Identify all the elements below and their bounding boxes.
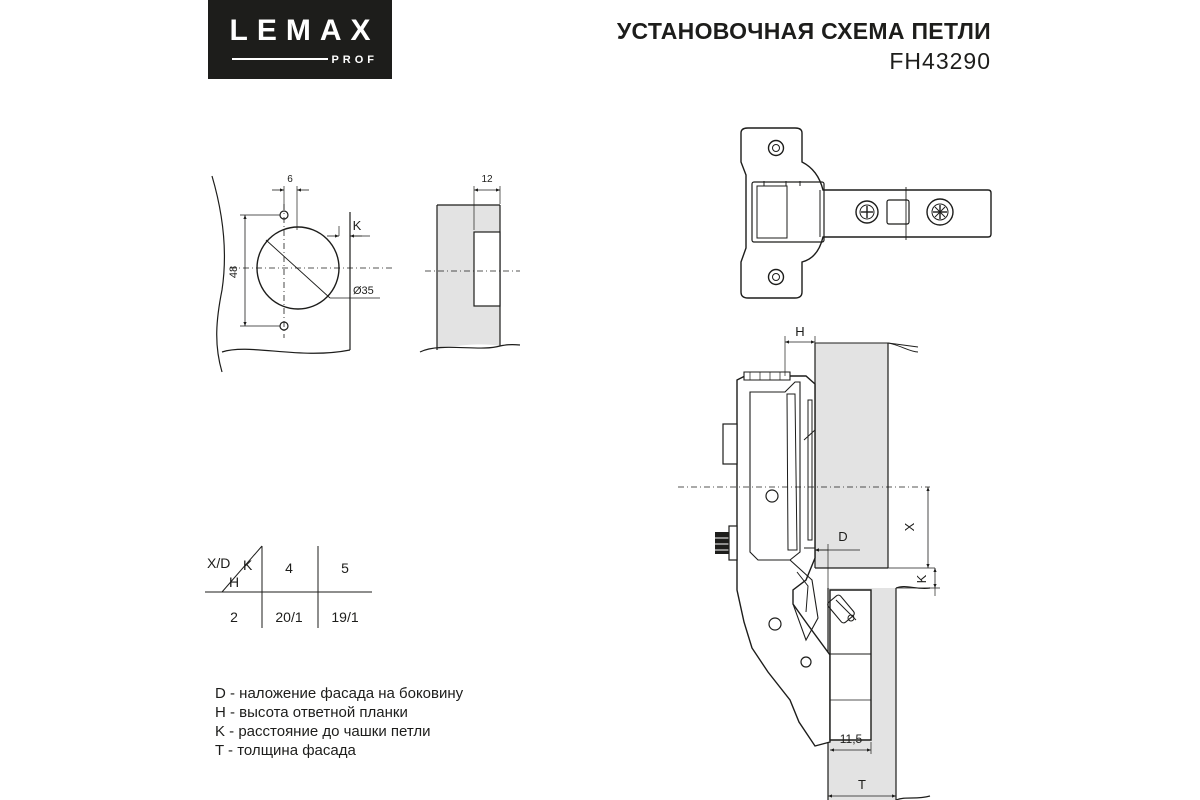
mount-hole-top bbox=[767, 139, 785, 157]
dim-12: 12 bbox=[481, 174, 493, 185]
table-corner-k: K bbox=[243, 557, 253, 573]
page-title: УСТАНОВОЧНАЯ СХЕМА ПЕТЛИ bbox=[616, 18, 991, 44]
table-col-4: 4 bbox=[285, 560, 293, 576]
door-section: 12 bbox=[419, 174, 521, 353]
table-col-5: 5 bbox=[341, 560, 349, 576]
dim-d: D bbox=[838, 529, 847, 544]
logo-bar bbox=[232, 58, 328, 60]
dim-x: X bbox=[902, 522, 917, 531]
logo-subbrand: PROF bbox=[331, 54, 378, 66]
hinge-top-view bbox=[740, 127, 992, 299]
legend-item-k: K - расстояние до чашки петли bbox=[215, 723, 431, 740]
mount-hole-bottom bbox=[767, 268, 785, 286]
legend-item-h: H - высота ответной планки bbox=[215, 704, 408, 721]
legend-item-d: D - наложение фасада на боковину bbox=[215, 685, 464, 702]
door-drilling-plan: 6 48 K Ø35 bbox=[211, 174, 395, 373]
dim-h: H bbox=[795, 324, 804, 339]
brand-logo: LEMAX PROF bbox=[208, 0, 392, 79]
dim-48: 48 bbox=[228, 266, 240, 278]
legend-item-t: T - толщина фасада bbox=[215, 742, 356, 759]
table-cell: 19/1 bbox=[331, 609, 358, 625]
dim-k-top: K bbox=[353, 218, 362, 233]
overlay-table: X/D K H 4 5 2 20/1 19/1 bbox=[205, 545, 372, 628]
table-row-h: 2 bbox=[230, 609, 238, 625]
table-cell: 20/1 bbox=[275, 609, 302, 625]
dim-cup-diameter: Ø35 bbox=[353, 285, 374, 297]
table-corner-h: H bbox=[229, 574, 239, 590]
model-number: FH43290 bbox=[889, 48, 991, 74]
hinge-side-section: H D X K 11,5 T bbox=[678, 324, 940, 800]
table-corner-xd: X/D bbox=[207, 555, 230, 571]
dim-6: 6 bbox=[287, 174, 293, 185]
cup-recess bbox=[473, 231, 501, 307]
dim-k-side: K bbox=[914, 574, 929, 583]
dim-t: T bbox=[858, 777, 866, 792]
logo-wordmark: LEMAX bbox=[229, 14, 380, 47]
dim-cup-depth: 11,5 bbox=[840, 732, 863, 746]
legend: D - наложение фасада на боковину H - выс… bbox=[215, 684, 463, 760]
